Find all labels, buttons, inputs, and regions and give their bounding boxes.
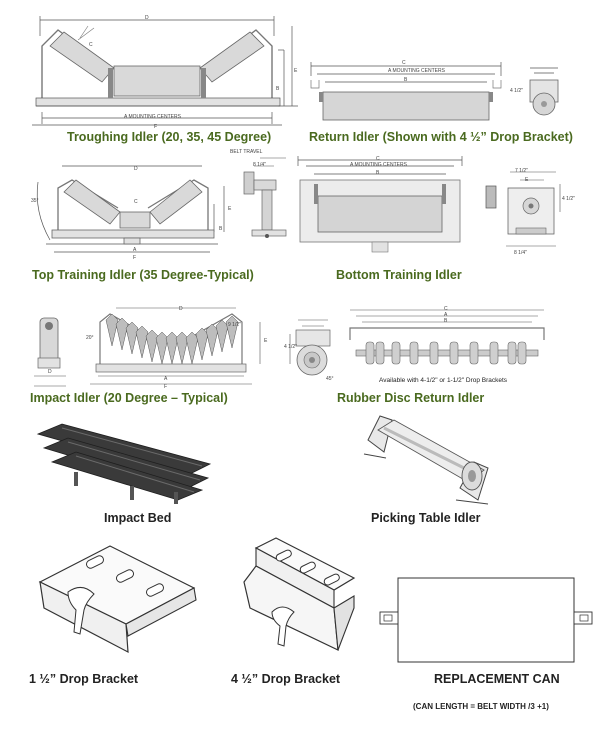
- rubber-disc-dim-c: C: [444, 306, 448, 312]
- impact-dim-f: F: [164, 384, 168, 390]
- bottom-training-dim-b: B: [376, 170, 380, 176]
- impact-dim-e: E: [264, 338, 268, 344]
- top-training-idler-caption: Top Training Idler (35 Degree-Typical): [32, 268, 254, 282]
- return-dim-4-1-2: 4 1/2": [510, 88, 523, 94]
- drop-bracket-4-5-caption: 4 ½” Drop Bracket: [231, 672, 341, 686]
- rubber-disc-note: Available with 4-1/2" or 1-1/2" Drop Bra…: [379, 377, 508, 384]
- rubber-disc-dim-4-1-2: 4 1/2": [284, 344, 297, 350]
- replacement-can-drawing: [379, 577, 593, 663]
- dim-c-label: C: [89, 42, 93, 48]
- top-training-dim-d: D: [134, 166, 138, 172]
- dim-f-label: F: [154, 124, 158, 130]
- bottom-training-idler-caption: Bottom Training Idler: [336, 268, 462, 282]
- picking-table-idler-drawing: [363, 415, 489, 505]
- impact-idler-caption: Impact Idler (20 Degree – Typical): [30, 391, 228, 405]
- drop-bracket-4-5-drawing: [243, 537, 356, 651]
- impact-angle: 20°: [86, 335, 94, 341]
- return-dim-c: C: [402, 60, 406, 66]
- return-idler-drawing: [310, 62, 502, 121]
- troughing-idler-caption: Troughing Idler (20, 35, 45 Degree): [67, 130, 272, 144]
- bottom-training-dim-7-1-2: 7 1/2": [515, 168, 528, 174]
- impact-bed-drawing: [36, 423, 212, 504]
- bottom-training-side-view: [485, 171, 561, 247]
- impact-idler-drawing: [90, 307, 261, 385]
- top-training-dim-b: B: [219, 226, 223, 232]
- return-mounting-centers: A MOUNTING CENTERS: [388, 68, 445, 74]
- drop-bracket-1-5-drawing: [38, 545, 197, 654]
- bottom-training-idler-drawing: [297, 156, 463, 253]
- impact-bed-caption: Impact Bed: [104, 511, 172, 525]
- picking-table-idler-caption: Picking Table Idler: [371, 511, 481, 525]
- troughing-idler-drawing: [32, 16, 298, 126]
- impact-dim-a: A: [164, 376, 168, 382]
- impact-idler-end-view: [34, 317, 66, 387]
- impact-dim-9-1-2: 9 1/2": [228, 322, 241, 328]
- impact-dim-d: D: [179, 306, 183, 312]
- top-training-dim-e: E: [228, 206, 232, 212]
- top-training-dim-a: A: [133, 247, 137, 253]
- return-dim-b: B: [404, 77, 408, 83]
- bottom-training-dim-8-1-4: 8 1/4": [514, 250, 527, 256]
- rubber-disc-return-idler-caption: Rubber Disc Return Idler: [337, 391, 485, 405]
- rubber-disc-dim-b: B: [444, 318, 448, 324]
- top-training-side-view: [243, 157, 287, 238]
- return-idler-caption: Return Idler (Shown with 4 ½” Drop Brack…: [309, 130, 573, 144]
- bottom-training-mounting-centers: A MOUNTING CENTERS: [350, 162, 407, 168]
- top-training-angle: 35°: [31, 198, 39, 204]
- rubber-disc-drawing: [349, 309, 545, 365]
- top-training-idler-drawing: [36, 165, 225, 253]
- impact-dim-d-small: D: [48, 369, 52, 375]
- rubber-disc-side-view: [289, 319, 331, 376]
- belt-travel-label: BELT TRAVEL: [230, 149, 263, 155]
- replacement-can-caption: REPLACEMENT CAN: [434, 672, 560, 686]
- mounting-centers-label: A MOUNTING CENTERS: [124, 114, 181, 120]
- top-training-dim-f: F: [133, 255, 137, 261]
- return-idler-side-view: [529, 67, 559, 116]
- rubber-disc-dim-a: A: [444, 312, 448, 318]
- drop-bracket-1-5-caption: 1 ½” Drop Bracket: [29, 672, 139, 686]
- top-training-dim-c: C: [134, 199, 138, 205]
- bottom-training-dim-4-1-2: 4 1/2": [562, 196, 575, 202]
- rubber-disc-angle: 45°: [326, 376, 334, 382]
- bottom-training-dim-e: E: [525, 177, 529, 183]
- dim-e-label: E: [294, 68, 298, 74]
- dim-d-label: D: [145, 15, 149, 21]
- bottom-training-dim-c: C: [376, 156, 380, 162]
- can-length-note: (CAN LENGTH = BELT WIDTH /3 +1): [413, 702, 549, 711]
- dim-b-label: B: [276, 86, 280, 92]
- top-training-dim-8-1-4: 8 1/4": [253, 162, 266, 168]
